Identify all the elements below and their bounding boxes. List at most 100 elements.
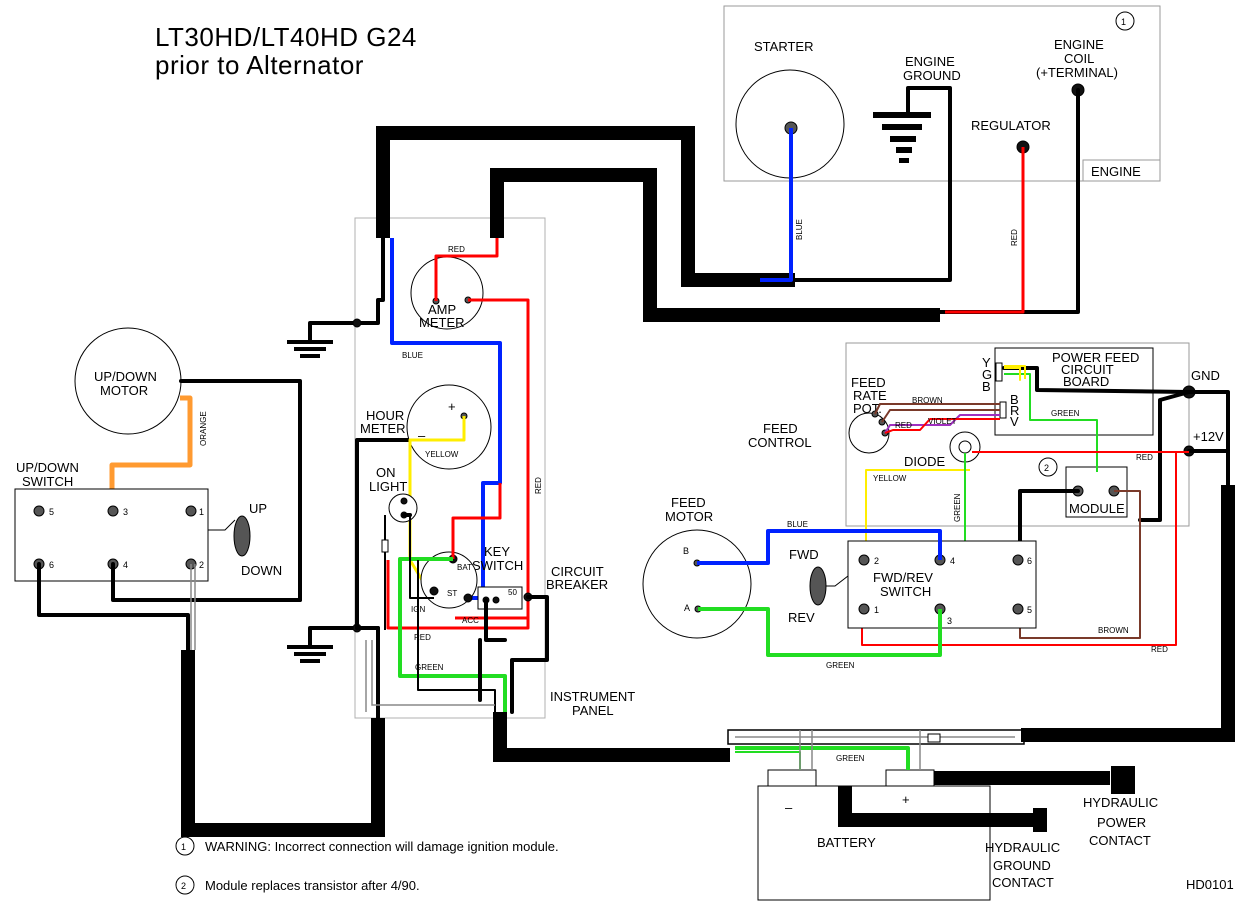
updown-power-cable [181, 650, 385, 837]
updown-rocker [208, 515, 251, 557]
panel-blue-label: BLUE [402, 351, 423, 360]
battery-plus: + [902, 792, 910, 807]
hour-meter-yellow-wire [408, 416, 466, 591]
svg-text:5: 5 [49, 507, 54, 517]
regulator-red-wire [945, 147, 1025, 314]
battery-negative-cable [493, 712, 730, 762]
battery-negative-post [767, 769, 817, 787]
updown-orange-wire [109, 395, 193, 510]
hour-meter-plus: + [448, 399, 456, 414]
regulator-wire-label: RED [1010, 229, 1019, 246]
pot-violet-wire [884, 414, 1000, 434]
updown-down-label: DOWN [241, 563, 282, 578]
hyd-ground-label-3: CONTACT [992, 875, 1054, 890]
key-red-label: RED [414, 633, 431, 642]
svg-text:4: 4 [123, 560, 128, 570]
amp-red-wire-1 [434, 238, 499, 301]
note-1-marker: 1 [181, 842, 186, 852]
fwd-rev-label-1: FWD/REV [873, 570, 933, 585]
rev-label: REV [788, 610, 815, 625]
svg-text:V: V [1010, 414, 1019, 429]
hour-meter-minus: – [418, 428, 426, 443]
svg-text:4: 4 [950, 556, 955, 566]
fwd-label: FWD [789, 547, 819, 562]
svg-text:3: 3 [123, 507, 128, 517]
key-bat-red-wire [451, 483, 502, 559]
feed-motor-blue-wire [697, 529, 942, 565]
ground-symbol-upper [287, 340, 333, 358]
key-acc-label: ACC [462, 616, 479, 625]
starter-label: STARTER [754, 39, 813, 54]
battery-positive-cable [1021, 485, 1235, 742]
engine-ground-label-1: ENGINE [905, 54, 955, 69]
module-wire [1018, 489, 1080, 560]
hydraulic-ground-cable [838, 786, 1040, 827]
pot-red-label: RED [895, 421, 912, 430]
orange-wire-label: ORANGE [199, 411, 208, 446]
breaker-output-wire [510, 595, 549, 714]
module-brown-label: BROWN [1098, 626, 1129, 635]
updown-up-label: UP [249, 501, 267, 516]
engine-warning-marker [1115, 11, 1135, 31]
amp-red-wire-2 [455, 298, 530, 620]
hyd-power-label-2: POWER [1097, 815, 1146, 830]
key-bat-label: BAT [457, 563, 472, 572]
svg-text:2: 2 [874, 556, 879, 566]
pot-label-2: RATE [853, 388, 887, 403]
svg-text:1: 1 [199, 507, 204, 517]
engine-box: ENGINE 1 STARTER ENGINE GROUND ENGINE CO… [723, 5, 1161, 182]
panel-green-label: GREEN [415, 663, 444, 672]
battery [757, 785, 991, 901]
updown-term4-wire [111, 562, 302, 602]
v12-red-label: RED [1136, 453, 1153, 462]
board-label-2: CIRCUIT [1061, 362, 1114, 377]
engine-ground-wire [793, 86, 952, 282]
svg-text:3: 3 [947, 616, 952, 626]
feed-motor [642, 529, 752, 639]
diode-green-label: GREEN [953, 493, 962, 522]
feed-motor-label-1: FEED [671, 495, 706, 510]
svg-text:6: 6 [1027, 556, 1032, 566]
hyd-power-label-3: CONTACT [1089, 833, 1151, 848]
note-1-text: WARNING: Incorrect connection will damag… [205, 839, 559, 854]
feed-motor-blue-label: BLUE [787, 520, 808, 529]
pot-red-wire [884, 418, 1000, 434]
main-harness [181, 126, 1235, 837]
module-label: MODULE [1069, 501, 1125, 516]
hyd-ground-label-2: GROUND [993, 858, 1051, 873]
updown-motor-label-1: UP/DOWN [94, 369, 157, 384]
svg-text:G: G [982, 367, 992, 382]
svg-text:1: 1 [874, 605, 879, 615]
panel-green-wire [398, 557, 507, 712]
updown-term6-wire [37, 562, 190, 652]
battery-label: BATTERY [817, 835, 876, 850]
hour-yellow-label: YELLOW [425, 450, 459, 459]
amp-red-label: RED [448, 245, 465, 254]
panel-ground-wire-lower [308, 626, 380, 647]
inline-fuse [927, 733, 941, 743]
pot-violet-label: VIOLET [928, 417, 957, 426]
svg-text:Y: Y [982, 355, 991, 370]
board-green-wire [1004, 373, 1098, 472]
engine-ground-symbol [873, 112, 931, 163]
feed-yellow-label: YELLOW [873, 474, 907, 483]
feed-motor-green-label: GREEN [826, 661, 855, 670]
updown-switch-label-2: SWITCH [22, 474, 73, 489]
starter-wire-label: BLUE [795, 219, 804, 240]
notes: 1 WARNING: Incorrect connection will dam… [175, 836, 559, 895]
diagram-title: LT30HD/LT40HD G24 prior to Alternator [155, 22, 416, 80]
key-st-label: ST [447, 589, 457, 598]
instrument-panel-label-1: INSTRUMENT [550, 689, 635, 704]
breaker-value: 50 [508, 588, 517, 597]
coil-label-1: ENGINE [1054, 37, 1104, 52]
module-marker [1038, 457, 1058, 477]
amp-meter-label-2: METER [419, 315, 465, 330]
battery-minus: – [785, 800, 793, 815]
engine-ground-label-2: GROUND [903, 68, 961, 83]
v12-label: +12V [1193, 429, 1224, 444]
feed-control-label-2: CONTROL [748, 435, 812, 450]
circuit-breaker [477, 586, 523, 610]
svg-text:B: B [1010, 392, 1019, 407]
coil-label-3: (+TERMINAL) [1036, 65, 1118, 80]
feed-motor-label-2: MOTOR [665, 509, 713, 524]
